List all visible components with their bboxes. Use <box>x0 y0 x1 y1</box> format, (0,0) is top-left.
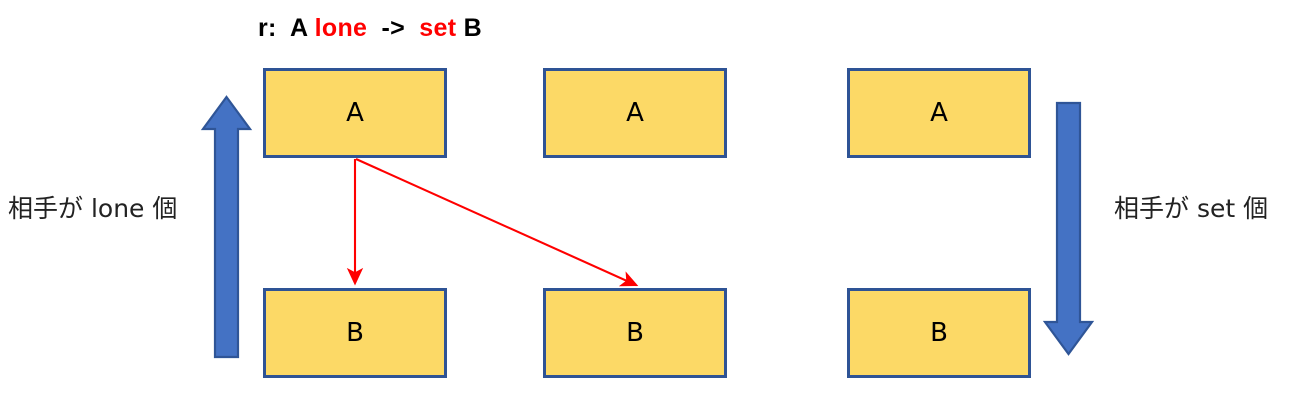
entity-box-a-column-1[interactable]: A <box>263 68 447 158</box>
right-multiplicity-label: 相手が set 個 <box>1114 194 1269 223</box>
title-lhs-entity: A <box>289 14 308 42</box>
entity-box-label: A <box>930 98 948 128</box>
entity-box-b-column-1[interactable]: B <box>263 288 447 378</box>
entity-box-label: A <box>346 98 364 128</box>
entity-box-label: A <box>626 98 644 128</box>
entity-box-b-column-2[interactable]: B <box>543 288 727 378</box>
title-prefix: r: <box>258 14 277 42</box>
up-block-arrow-icon <box>200 95 253 359</box>
title-lhs-multiplicity: lone <box>314 14 368 42</box>
title-rhs-entity: B <box>463 14 482 42</box>
entity-box-label: B <box>626 318 644 348</box>
entity-box-label: B <box>346 318 364 348</box>
relation-arrow-a1-to-b2 <box>355 158 639 287</box>
title-operator: -> <box>381 14 406 42</box>
title-rhs-multiplicity: set <box>419 14 457 42</box>
entity-box-b-column-3[interactable]: B <box>847 288 1031 378</box>
left-multiplicity-label: 相手が lone 個 <box>8 194 178 223</box>
entity-box-a-column-2[interactable]: A <box>543 68 727 158</box>
entity-box-label: B <box>930 318 948 348</box>
diagram-title: r: A lone -> set B <box>258 14 482 43</box>
down-block-arrow-icon <box>1042 101 1095 356</box>
entity-box-a-column-3[interactable]: A <box>847 68 1031 158</box>
